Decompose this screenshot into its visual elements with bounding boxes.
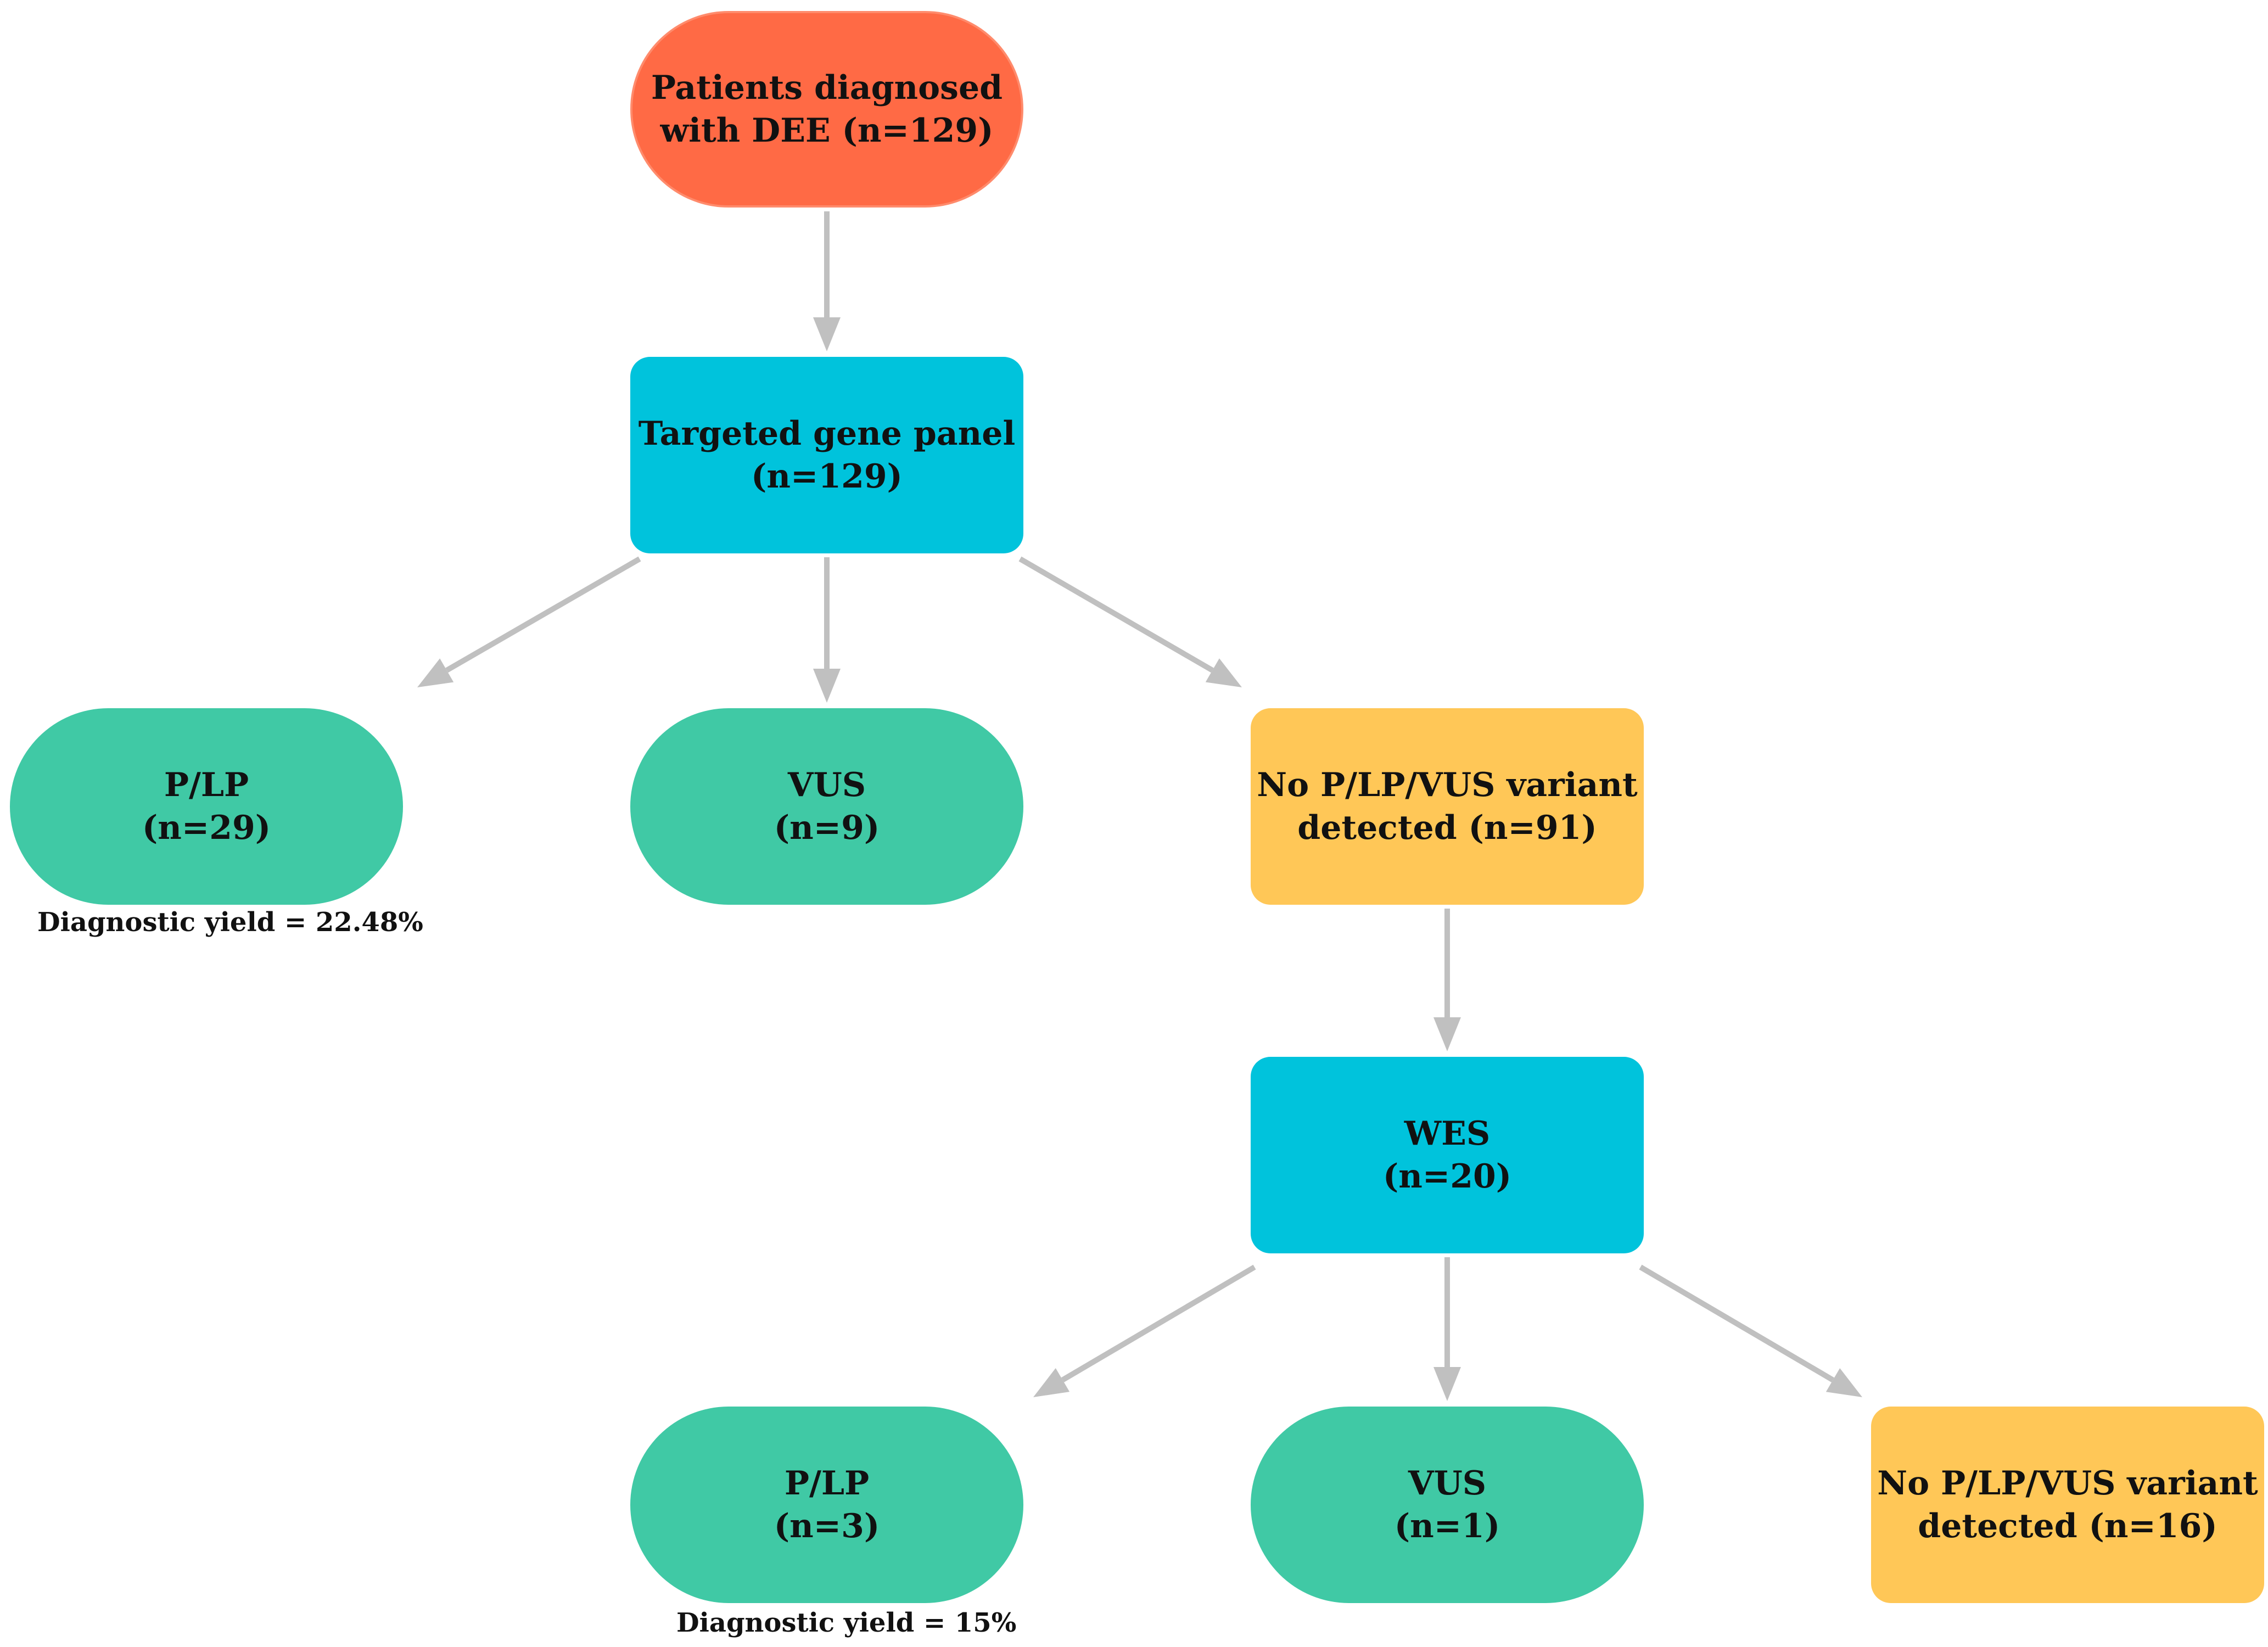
node-panel-plp-line1: P/LP xyxy=(164,766,249,804)
node-wes-plp: P/LP (n=3) xyxy=(630,1407,1023,1603)
node-wes-no-variant-line1: No P/LP/VUS variant xyxy=(1877,1464,2258,1503)
arrow-head xyxy=(1205,658,1242,687)
node-panel-vus-line1: VUS xyxy=(787,766,866,804)
arrow-wes-to-wes-vus xyxy=(1433,1257,1461,1401)
arrow-wes-to-wes-plp xyxy=(1033,1264,1256,1397)
node-panel-plp-line2: (n=29) xyxy=(142,809,271,847)
arrow-head xyxy=(1033,1368,1070,1397)
node-targeted-gene-panel-line2: (n=129) xyxy=(751,457,903,496)
node-wes-plp-line2: (n=3) xyxy=(774,1507,880,1545)
wes-diagnostic-yield: Diagnostic yield = 15% xyxy=(676,1607,1017,1638)
node-targeted-gene-panel-line1: Targeted gene panel xyxy=(638,414,1016,453)
arrow-head xyxy=(1433,1367,1461,1401)
arrow-start-to-panel xyxy=(813,211,841,351)
arrow-shaft xyxy=(1639,1264,1835,1382)
arrow-panel-to-panel-vus xyxy=(813,557,841,703)
node-panel-vus: VUS (n=9) xyxy=(630,708,1023,905)
panel-diagnostic-yield: Diagnostic yield = 22.48% xyxy=(37,907,423,938)
node-wes-no-variant: No P/LP/VUS variant detected (n=16) xyxy=(1871,1407,2264,1603)
arrow-panel-to-panel-plp xyxy=(417,556,641,687)
node-wes-line2: (n=20) xyxy=(1382,1157,1512,1196)
arrow-head xyxy=(417,658,454,687)
node-wes-no-variant-line2: detected (n=16) xyxy=(1918,1507,2217,1545)
node-panel-no-variant: No P/LP/VUS variant detected (n=91) xyxy=(1251,708,1644,905)
node-patients-diagnosed-line2: with DEE (n=129) xyxy=(660,111,994,150)
node-targeted-gene-panel: Targeted gene panel (n=129) xyxy=(630,357,1023,553)
arrow-panel-none-to-wes xyxy=(1433,909,1461,1051)
node-wes-vus: VUS (n=1) xyxy=(1251,1407,1644,1603)
arrow-shaft xyxy=(445,556,641,673)
arrow-head xyxy=(1825,1368,1862,1397)
arrow-panel-to-panel-none xyxy=(1018,556,1242,687)
arrow-wes-to-wes-none xyxy=(1639,1264,1862,1397)
arrow-shaft xyxy=(1018,556,1214,673)
node-wes-vus-line1: VUS xyxy=(1408,1464,1487,1503)
node-wes-vus-line2: (n=1) xyxy=(1394,1507,1500,1545)
node-wes: WES (n=20) xyxy=(1251,1057,1644,1253)
node-panel-plp: P/LP (n=29) xyxy=(10,708,403,905)
arrow-shaft xyxy=(1061,1264,1256,1382)
node-wes-plp-line1: P/LP xyxy=(784,1464,870,1503)
node-panel-no-variant-line1: No P/LP/VUS variant xyxy=(1257,766,1638,804)
node-wes-line1: WES xyxy=(1404,1114,1491,1153)
node-panel-vus-line2: (n=9) xyxy=(774,809,880,847)
arrow-head xyxy=(813,669,841,703)
arrow-head xyxy=(1433,1017,1461,1051)
node-patients-diagnosed-line1: Patients diagnosed xyxy=(651,69,1003,107)
node-panel-no-variant-line2: detected (n=91) xyxy=(1297,809,1597,847)
arrow-head xyxy=(813,317,841,351)
node-patients-diagnosed: Patients diagnosed with DEE (n=129) xyxy=(630,11,1023,208)
